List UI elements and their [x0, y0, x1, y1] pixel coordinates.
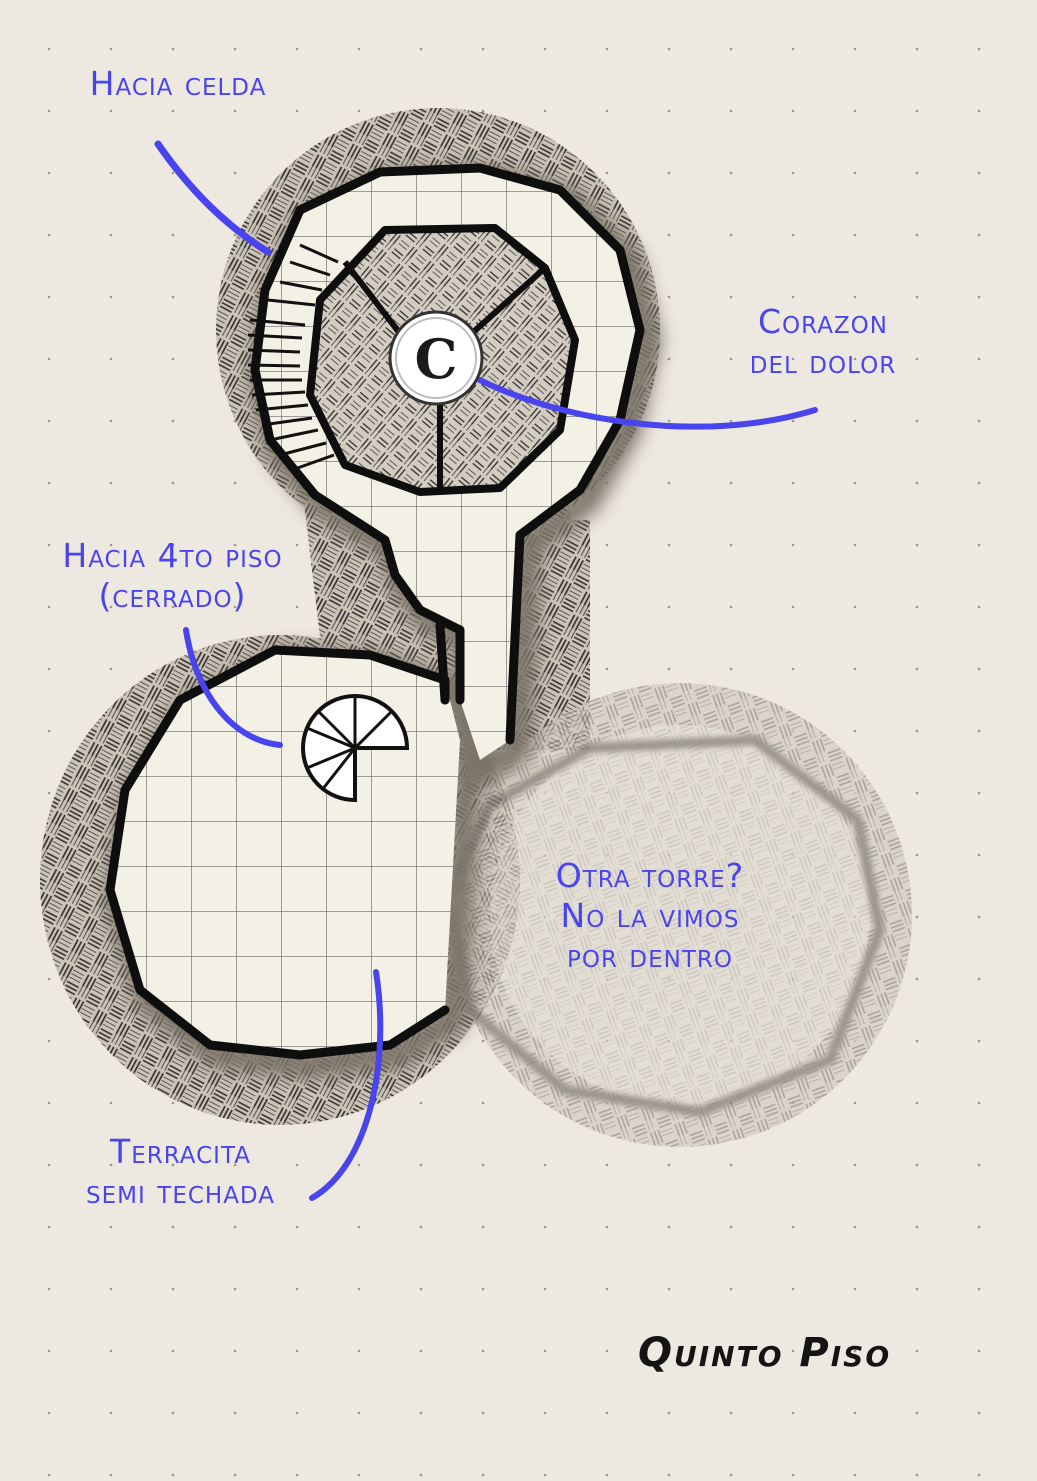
heart-marker-letter: C [415, 327, 458, 391]
heart-marker[interactable]: C [388, 310, 484, 406]
annotation-leaders [154, 140, 818, 1201]
label-corazon-del-dolor: Corazon del dolor [749, 302, 897, 381]
label-hacia-celda: Hacia celda [89, 64, 267, 103]
unexplored-tower [443, 683, 912, 1147]
label-hacia-4to-piso: Hacia 4to piso (cerrado) [62, 536, 283, 615]
walls [105, 163, 645, 1060]
label-terracita: Terracita semi techada [86, 1132, 275, 1211]
map-title: Quinto Piso [638, 1330, 892, 1376]
label-otra-torre: Otra torre? No la vimos por dentro [555, 856, 745, 975]
spiral-stair-icon [301, 694, 410, 803]
